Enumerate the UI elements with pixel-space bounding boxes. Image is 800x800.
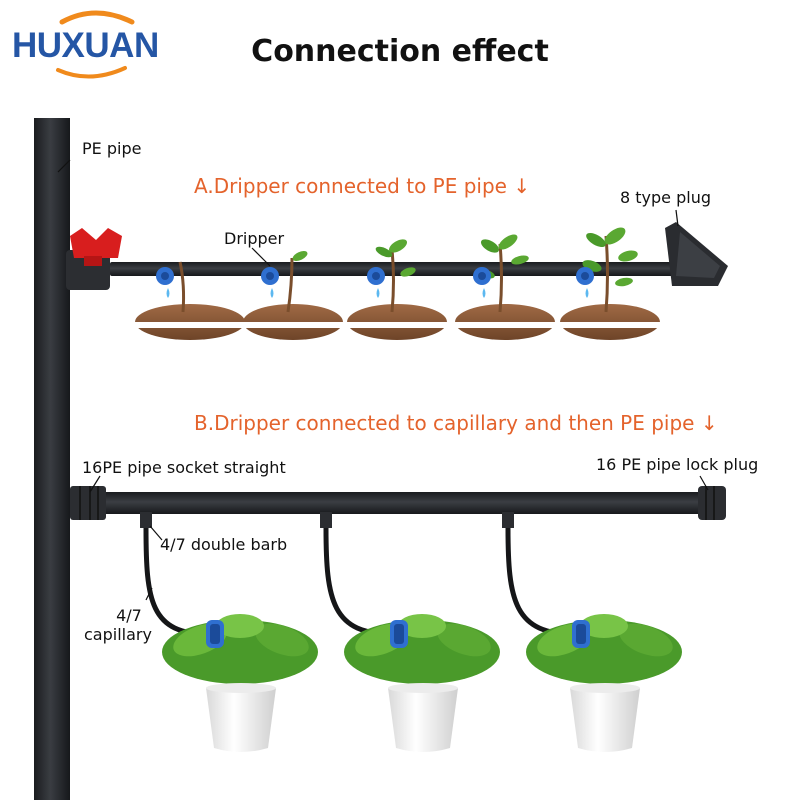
- label-pe-pipe: PE pipe: [82, 139, 142, 158]
- double-barb-icon: [140, 512, 152, 528]
- seedling: [286, 251, 308, 313]
- label-lock-plug: 16 PE pipe lock plug: [596, 455, 759, 474]
- lock-plug-icon: [698, 486, 726, 520]
- potted-plant: [344, 614, 500, 752]
- label-double-barb: 4/7 double barb: [160, 535, 288, 554]
- pointer-line: [149, 525, 163, 541]
- valve-icon: [66, 228, 122, 290]
- section-b-heading: B.Dripper connected to capillary and the…: [194, 411, 718, 435]
- logo-swoosh-lower-icon: [56, 66, 127, 79]
- double-barb-icon: [502, 512, 514, 528]
- capillary-tube: [323, 527, 395, 637]
- dripper-icon: [156, 267, 174, 298]
- label-capillary-size: 4/7: [116, 606, 142, 625]
- dripper-icon: [261, 267, 279, 298]
- dripper-icon: [572, 620, 590, 648]
- label-dripper: Dripper: [224, 229, 285, 248]
- dripper-icon: [206, 620, 224, 648]
- dripper-icon: [367, 267, 385, 298]
- label-type8-plug: 8 type plug: [620, 188, 711, 207]
- pointer-line: [89, 475, 101, 493]
- pe-pipe-vertical: [34, 118, 70, 800]
- label-socket-straight: 16PE pipe socket straight: [82, 458, 286, 477]
- brand-logo: HUXUAN: [12, 26, 159, 65]
- potted-plant: [526, 614, 682, 752]
- pointer-line: [57, 159, 71, 173]
- dripper-icon: [576, 267, 594, 298]
- pointer-line: [699, 475, 709, 491]
- capillary-tube: [505, 527, 577, 637]
- label-capillary-word: capillary: [84, 625, 152, 644]
- type8-plug-icon: [665, 222, 728, 286]
- double-barb-icon: [320, 512, 332, 528]
- socket-straight-icon: [70, 486, 106, 520]
- pointer-line: [145, 587, 153, 601]
- logo-swoosh-icon: [59, 10, 135, 25]
- pointer-line: [251, 247, 271, 267]
- pointer-line: [675, 209, 679, 227]
- section-a-heading: A.Dripper connected to PE pipe ↓: [194, 174, 531, 198]
- seedling: [375, 239, 416, 313]
- label-capillary: 4/7 capillary: [84, 606, 152, 644]
- seedling: [178, 261, 186, 313]
- potted-plant: [162, 614, 318, 752]
- page-title: Connection effect: [251, 34, 549, 69]
- dripper-icon: [473, 267, 491, 298]
- dripper-icon: [390, 620, 408, 648]
- pe-pipe-b: [70, 492, 720, 514]
